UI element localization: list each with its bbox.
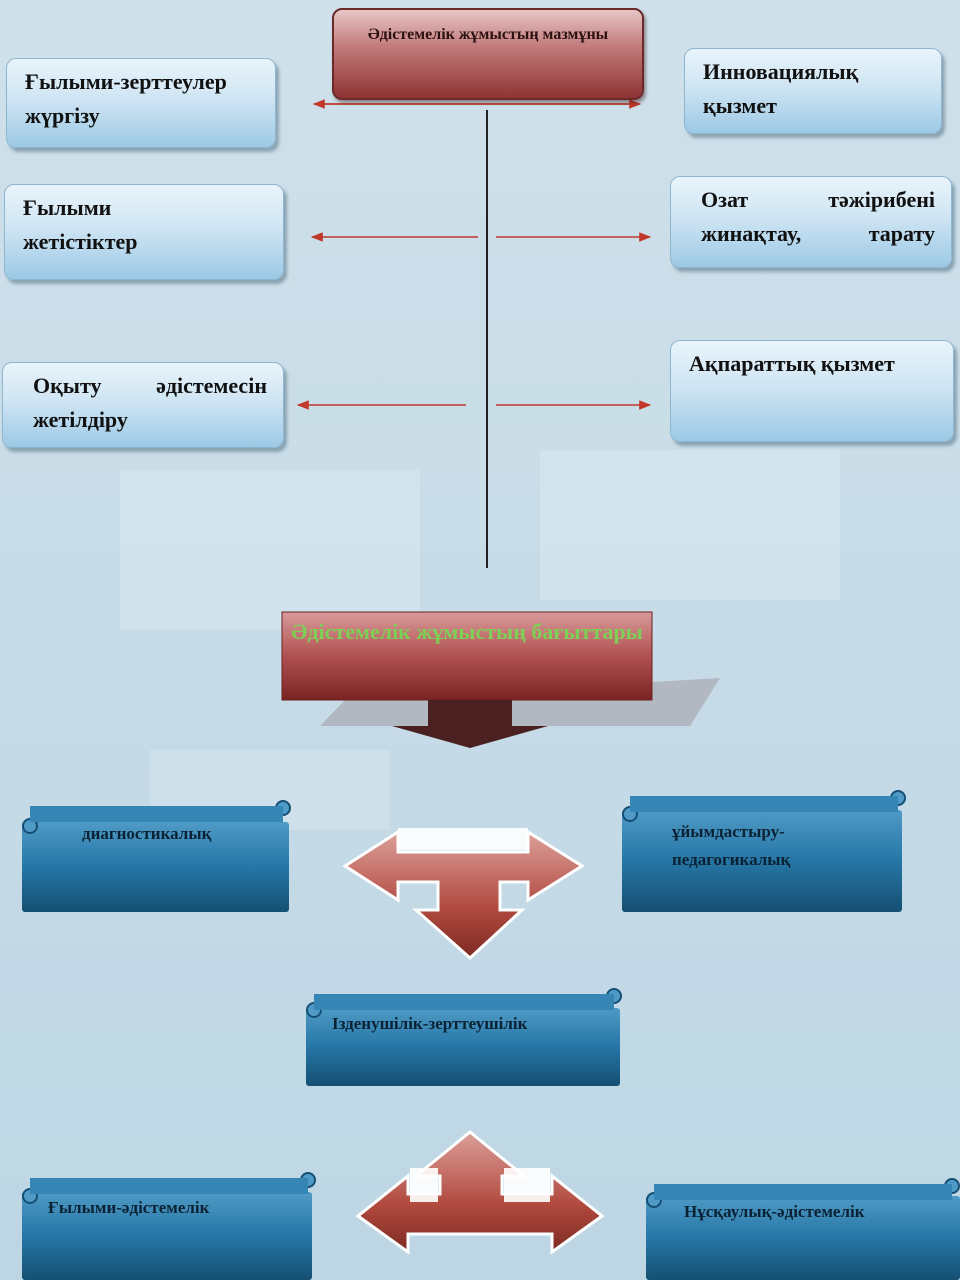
direction-instructional: Нұсқаулық-әдістемелік [684,1202,865,1221]
scroll-scientific [22,1172,316,1280]
box-label: Озат тәжірибені жинақтау, тарату [701,187,935,246]
box-best-practice: Озат тәжірибені жинақтау, тарату [670,176,952,268]
direction-scientific: Ғылыми-әдістемелік [48,1198,210,1217]
box-label: Инновациялық қызмет [703,59,859,118]
box-teaching-methodology: Оқыту әдістемесін жетілдіру [2,362,284,448]
box-scientific-achievements: Ғылыми жетістіктер [4,184,284,280]
scroll-diagnostic [22,800,291,912]
background-panel [540,450,840,600]
box-scientific-research: Ғылыми-зерттеулер жүргізу [6,58,276,148]
directions-banner [281,611,653,701]
directions-title: Әдістемелік жұмыстың бағыттары [291,619,643,644]
three-way-arrow-lower [355,1130,605,1255]
content-title-box: Әдістемелік жұмыстың мазмұны [332,8,644,100]
scroll-instructional [646,1178,960,1280]
box-label: Ақпараттық қызмет [689,351,895,376]
box-innovation: Инновациялық қызмет [684,48,942,134]
three-way-arrow-upper [342,829,585,961]
scroll-research [306,988,622,1086]
banner-down-arrow [392,700,548,748]
direction-organizational: ұйымдастыру-педагогикалық [672,822,791,869]
content-title: Әдістемелік жұмыстың мазмұны [367,26,609,43]
direction-diagnostic: диагностикалық [82,824,212,843]
box-label: Ғылыми жетістіктер [23,195,138,254]
box-label: Оқыту әдістемесін жетілдіру [33,373,267,432]
arrow-highlight [398,828,528,850]
direction-research: Ізденушілік-зерттеушілік [332,1014,528,1033]
scroll-organizational [622,790,906,912]
box-label: Ғылыми-зерттеулер жүргізу [25,69,227,128]
background-panel [120,470,420,630]
box-information: Ақпараттық қызмет [670,340,954,442]
arrow-highlight [410,1168,438,1202]
arrow-highlight [504,1168,550,1202]
